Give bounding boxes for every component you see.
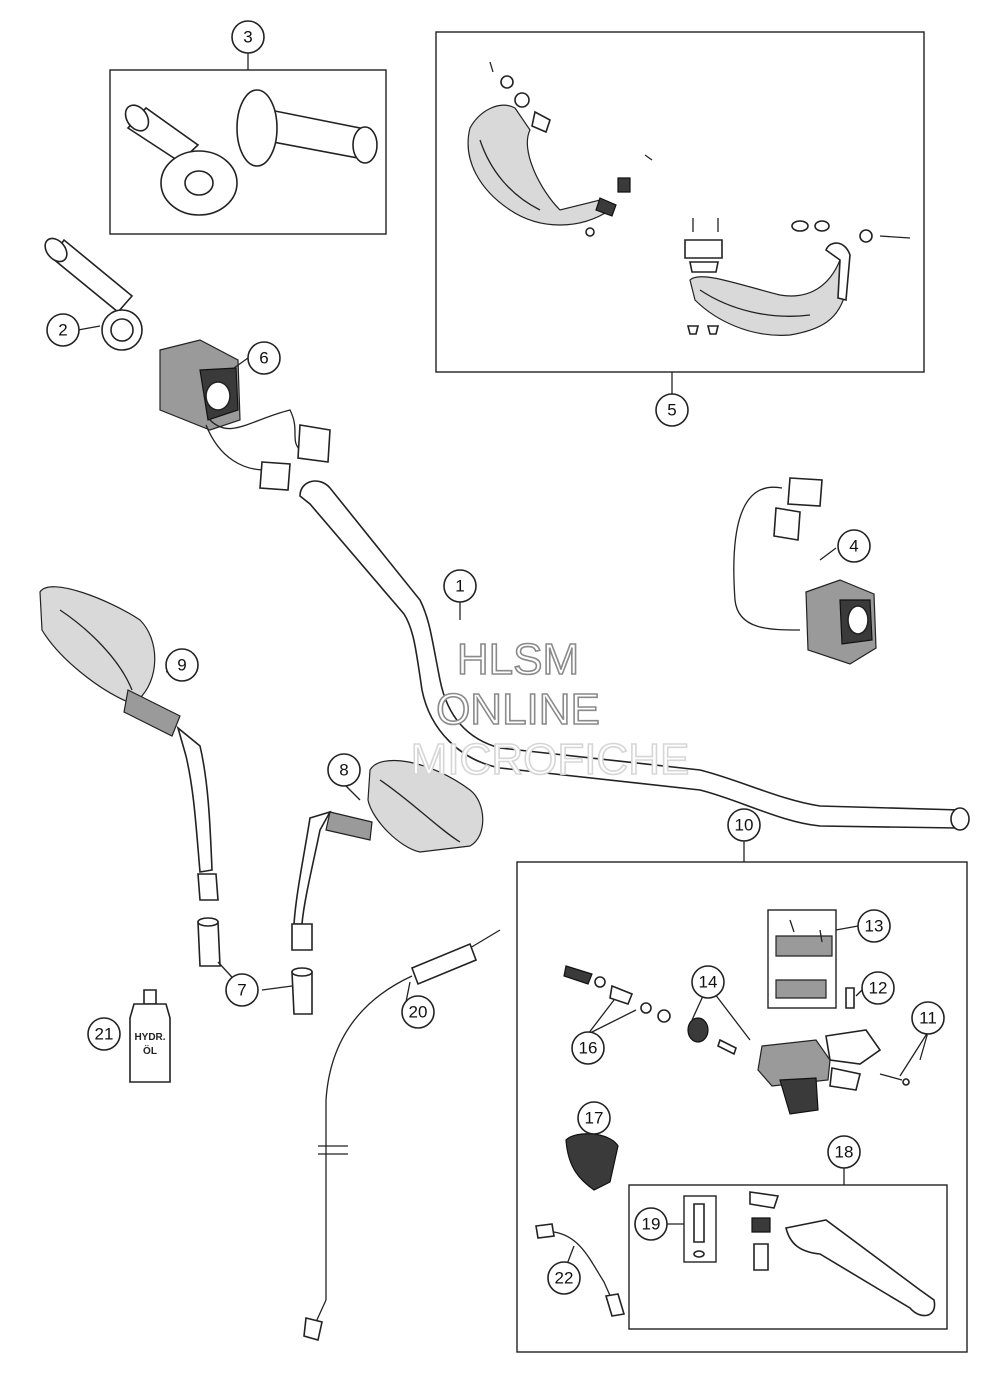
right-switch-illustration (733, 477, 877, 665)
callout-18[interactable]: 18 (827, 1135, 861, 1169)
callout-7[interactable]: 7 (225, 973, 259, 1007)
callout-3-label: 3 (243, 28, 252, 47)
callout-1[interactable]: 1 (443, 569, 477, 603)
callout-10-label: 10 (735, 816, 754, 835)
callout-14-label: 14 (699, 973, 718, 992)
handlebar-illustration (299, 480, 970, 831)
hydraulic-oil-bottle-illustration: HYDR. ÖL (129, 989, 171, 1083)
clutch-cable-illustration (303, 929, 501, 1342)
left-mirror-illustration (39, 586, 219, 901)
bushing-kit-frame (683, 1195, 717, 1263)
right-mirror-illustration (291, 759, 484, 951)
callout-18-label: 18 (835, 1143, 854, 1162)
callout-13-label: 13 (865, 917, 884, 936)
bottle-label-line1: HYDR. (134, 1032, 165, 1043)
bottle-label-line2: ÖL (143, 1044, 157, 1057)
callout-2[interactable]: 2 (46, 313, 80, 347)
callout-16[interactable]: 16 (571, 1031, 605, 1065)
callout-21[interactable]: 21 (87, 1017, 121, 1051)
callout-5[interactable]: 5 (655, 393, 689, 427)
grip-set-illustration (124, 89, 378, 216)
clutch-lever-frame (628, 1184, 948, 1330)
callout-20[interactable]: 20 (401, 995, 435, 1029)
callout-14[interactable]: 14 (691, 965, 725, 999)
callout-22[interactable]: 22 (547, 1261, 581, 1295)
callout-19[interactable]: 19 (634, 1207, 668, 1241)
callout-22-label: 22 (555, 1269, 574, 1288)
handguard-kit-frame (435, 31, 925, 373)
callout-9[interactable]: 9 (165, 648, 199, 682)
callout-6[interactable]: 6 (247, 341, 281, 375)
callout-11-label: 11 (919, 1009, 937, 1028)
callout-13[interactable]: 13 (857, 909, 891, 943)
callout-20-label: 20 (409, 1003, 428, 1022)
grip-illustration (44, 237, 143, 351)
callout-5-label: 5 (667, 401, 676, 420)
callout-9-label: 9 (177, 656, 186, 675)
callout-17[interactable]: 17 (577, 1101, 611, 1135)
master-cylinder-illustration (535, 919, 936, 1317)
callout-10[interactable]: 10 (727, 808, 761, 842)
callout-11[interactable]: 11 (911, 1001, 945, 1035)
callout-16-label: 16 (579, 1039, 598, 1058)
callout-7-label: 7 (237, 981, 246, 1000)
watermark-line3: MICROFICHE (411, 735, 690, 784)
callout-8[interactable]: 8 (327, 753, 361, 787)
watermark-line2: ONLINE (436, 685, 600, 734)
mirror-adapters-illustration (197, 917, 313, 1015)
left-switch-illustration (159, 339, 331, 491)
callout-2-label: 2 (58, 321, 67, 340)
clutch-master-cylinder-frame (516, 861, 968, 1353)
callout-17-label: 17 (585, 1109, 604, 1128)
callout-19-label: 19 (642, 1215, 661, 1234)
callout-4-label: 4 (849, 537, 858, 556)
callout-3[interactable]: 3 (231, 20, 265, 54)
reservoir-cover-frame (767, 909, 837, 1009)
callout-4[interactable]: 4 (837, 529, 871, 563)
callout-6-label: 6 (259, 349, 268, 368)
watermark-line1: HLSM (457, 635, 579, 684)
callout-8-label: 8 (339, 761, 348, 780)
callout-1-label: 1 (455, 577, 464, 596)
callout-12-label: 12 (869, 979, 888, 998)
callout-21-label: 21 (95, 1025, 114, 1044)
handguard-kit-illustration (467, 61, 911, 336)
callout-12[interactable]: 12 (861, 971, 895, 1005)
